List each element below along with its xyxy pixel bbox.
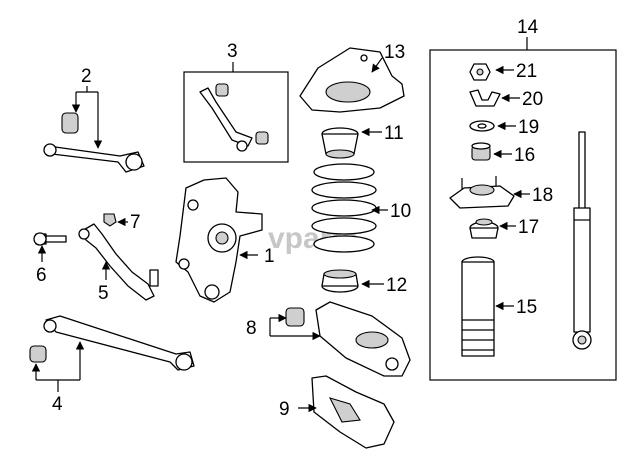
box-part-14 <box>429 49 617 381</box>
callout-9: 9 <box>279 399 290 420</box>
callout-8: 8 <box>246 318 257 339</box>
callout-14: 14 <box>517 17 539 38</box>
callout-13: 13 <box>384 42 405 63</box>
part-18-strut-mount <box>449 176 515 209</box>
part-7-nut <box>103 213 117 227</box>
callout-19: 19 <box>518 117 539 138</box>
callout-10: 10 <box>390 201 411 222</box>
part-15-dust-boot <box>461 256 495 357</box>
callout-18: 18 <box>532 185 553 206</box>
part-12-lower-insulator <box>321 269 359 293</box>
callout-1: 1 <box>264 246 275 267</box>
callout-15: 15 <box>516 297 537 318</box>
part-4-lower-arm <box>29 315 195 371</box>
callout-17: 17 <box>518 217 539 238</box>
callout-3: 3 <box>227 41 238 62</box>
callout-5: 5 <box>98 283 109 304</box>
part-8-lower-control-arm <box>285 301 411 377</box>
part-1-knuckle <box>175 177 263 303</box>
part-9-arm-cover <box>311 375 395 449</box>
part-6-bolt <box>33 232 67 246</box>
part-5-control-link <box>78 223 159 301</box>
callout-21: 21 <box>516 61 537 82</box>
part-21-nut <box>469 63 491 81</box>
callout-4: 4 <box>52 394 63 415</box>
part-20-bracket <box>469 89 501 107</box>
part-2-link-arm <box>43 112 145 173</box>
part-19-washer <box>469 120 495 132</box>
part-16-bushing <box>471 142 491 161</box>
callout-20: 20 <box>522 89 543 110</box>
part-10-coil-spring <box>311 163 377 253</box>
shock-absorber <box>572 131 592 350</box>
part-3-stabilizer-link <box>199 83 269 152</box>
callout-7: 7 <box>130 212 141 233</box>
callout-12: 12 <box>386 275 407 296</box>
part-11-bump-stop <box>321 127 359 159</box>
callout-6: 6 <box>36 265 47 286</box>
callout-11: 11 <box>384 123 404 144</box>
callout-2: 2 <box>81 66 92 87</box>
box-part-3 <box>183 71 289 163</box>
part-17-bound-stop <box>469 218 499 239</box>
callout-16: 16 <box>514 145 535 166</box>
